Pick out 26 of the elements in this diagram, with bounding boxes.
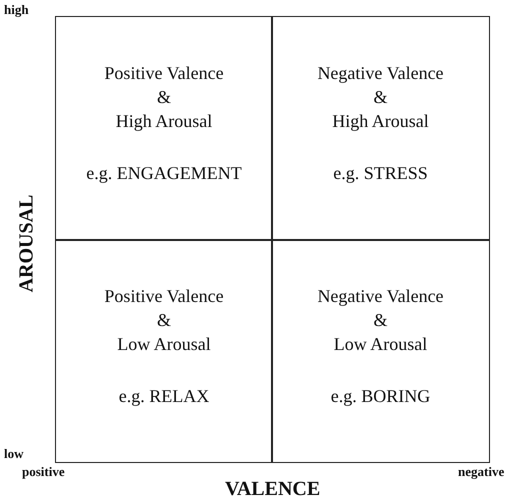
quadrant-box: [271, 239, 490, 463]
example-text: e.g. RELAX: [118, 385, 210, 408]
quadrant-box: [55, 16, 273, 241]
axis-end-label: positive: [22, 464, 65, 480]
axis-title: VALENCE: [225, 478, 320, 501]
quadrant-heading-line: &: [156, 309, 171, 332]
quadrant-heading-line: &: [373, 309, 388, 332]
quadrant-heading-line: Negative Valence: [317, 285, 444, 308]
example-text: e.g. BORING: [330, 385, 430, 408]
axis-end-label: high: [4, 2, 29, 18]
axis-title: AROUSAL: [15, 194, 38, 292]
example-text: e.g. STRESS: [333, 162, 428, 185]
quadrant-heading-line: High Arousal: [116, 110, 212, 133]
quadrant-box: [55, 239, 273, 463]
example-text: e.g. ENGAGEMENT: [86, 162, 242, 185]
axis-end-label: low: [4, 446, 24, 462]
quadrant-heading-line: Low Arousal: [334, 333, 428, 356]
quadrant-heading-line: Positive Valence: [104, 62, 224, 85]
quadrant-heading-line: Negative Valence: [317, 62, 444, 85]
quadrant-heading-line: &: [373, 86, 388, 109]
quadrant-heading-line: High Arousal: [332, 110, 429, 133]
axis-end-label: negative: [458, 464, 504, 480]
quadrant-heading-line: Positive Valence: [104, 285, 224, 308]
quadrant-heading-line: Low Arousal: [117, 333, 211, 356]
quadrant-heading-line: &: [156, 86, 171, 109]
quadrant-box: [271, 16, 490, 241]
